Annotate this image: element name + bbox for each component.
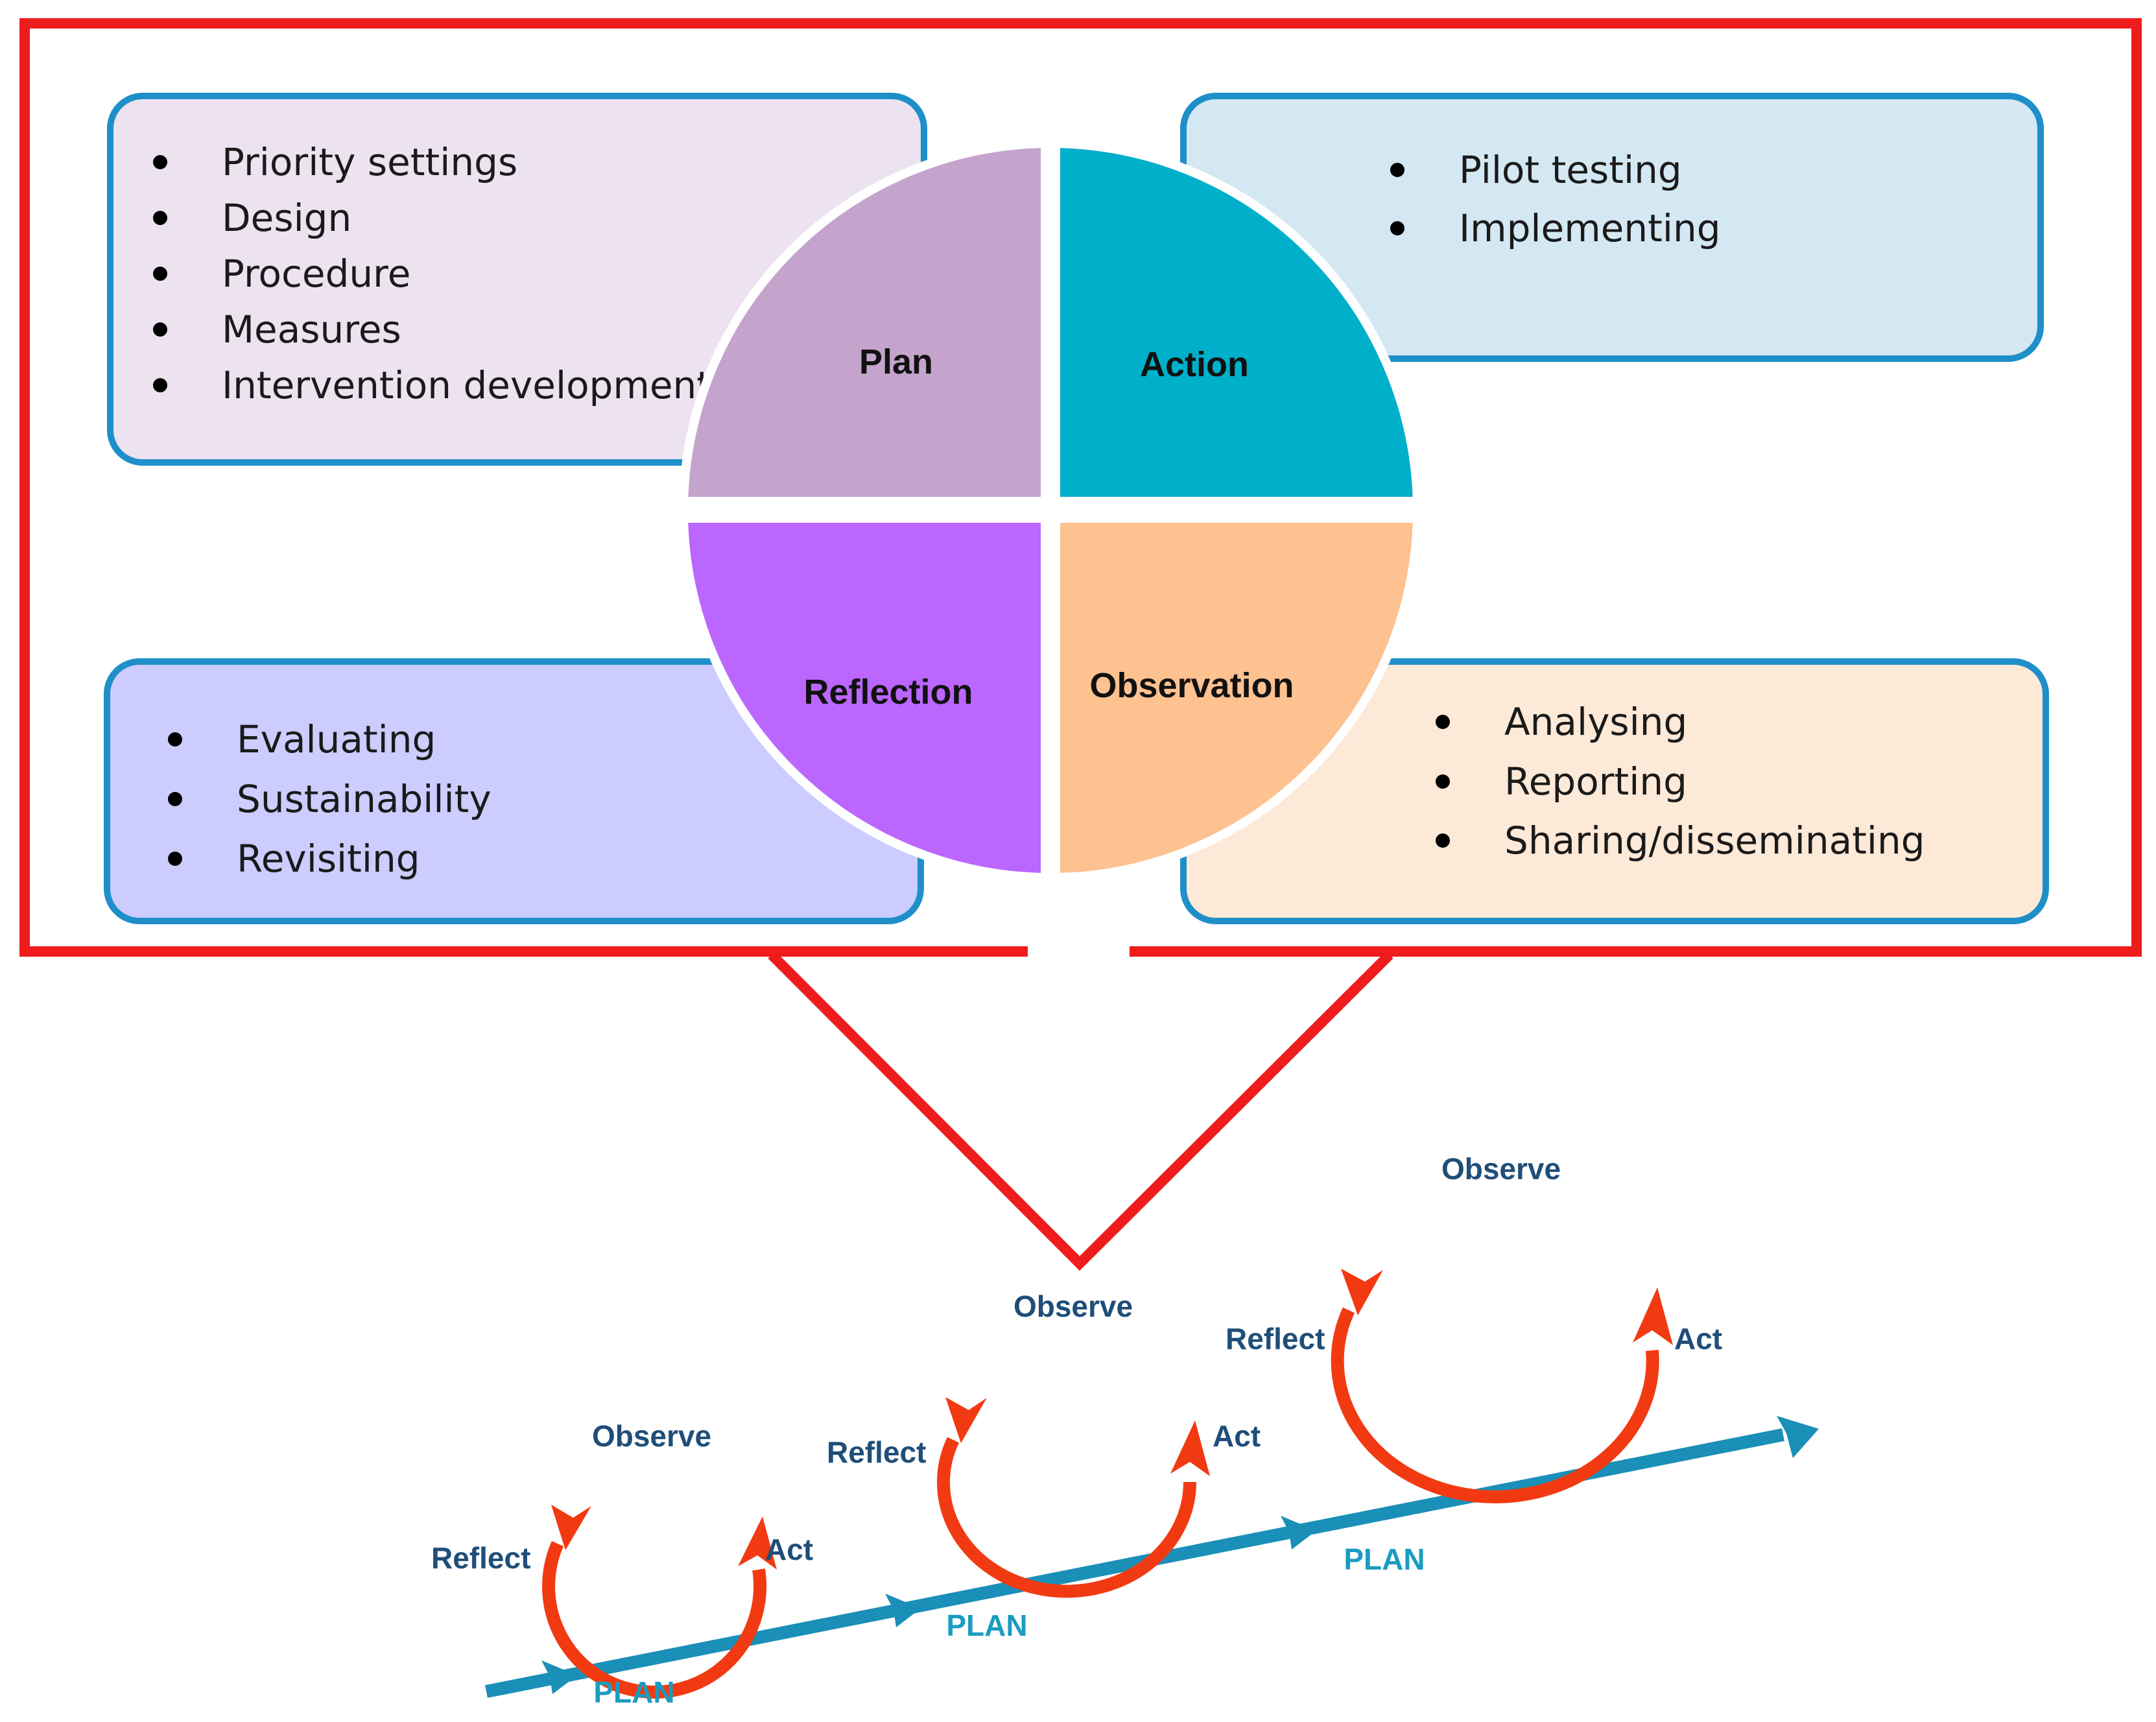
cycle-2-observe: Observe bbox=[1013, 1289, 1133, 1323]
cycle-1-observe: Observe bbox=[592, 1419, 711, 1453]
cycle-arrow-icon bbox=[945, 1397, 987, 1443]
quadrant-label-observation: Observation bbox=[1089, 666, 1294, 705]
cycle-2 bbox=[937, 1397, 1210, 1598]
quadrant-label-plan: Plan bbox=[859, 342, 933, 381]
quadrant-label-reflection: Reflection bbox=[803, 673, 973, 712]
bullet bbox=[168, 792, 182, 806]
bullet bbox=[153, 155, 167, 169]
cycle-arrow-icon bbox=[1170, 1420, 1210, 1476]
observation-list: Analysing Reporting Sharing/disseminatin… bbox=[1436, 700, 1925, 863]
plan-quadrant bbox=[678, 138, 1055, 515]
reflection-list: Evaluating Sustainability Revisiting bbox=[168, 717, 492, 881]
action-list: Pilot testing Implementing bbox=[1390, 148, 1721, 250]
bullet bbox=[153, 378, 167, 392]
cycle-quadrants bbox=[678, 138, 1423, 883]
plan-list: Priority settings Design Procedure Measu… bbox=[153, 140, 711, 407]
bullet bbox=[1390, 163, 1404, 177]
bullet bbox=[168, 852, 182, 866]
timeline-chevron-icon bbox=[541, 1660, 577, 1694]
bullet bbox=[153, 322, 167, 337]
cycle-2-reflect: Reflect bbox=[827, 1435, 926, 1469]
cycle-3-reflect: Reflect bbox=[1226, 1322, 1325, 1356]
reflection-list-item: Evaluating bbox=[237, 717, 436, 761]
plan-list-item: Design bbox=[222, 196, 351, 240]
timeline-chevron-icon bbox=[1281, 1516, 1316, 1549]
timeline-chevron-icon bbox=[885, 1594, 921, 1627]
cycle-arrow-icon bbox=[1633, 1287, 1673, 1345]
cycle-3-observe: Observe bbox=[1441, 1152, 1561, 1186]
observation-list-item: Sharing/disseminating bbox=[1504, 819, 1925, 863]
observation-list-item: Reporting bbox=[1504, 759, 1687, 804]
cycle-3-act: Act bbox=[1674, 1322, 1722, 1356]
action-list-item: Pilot testing bbox=[1459, 148, 1682, 192]
action-list-item: Implementing bbox=[1459, 206, 1721, 250]
cycle-1 bbox=[542, 1505, 777, 1699]
cycle-arrow-icon bbox=[738, 1516, 777, 1570]
bullet bbox=[168, 732, 182, 747]
red-frame bbox=[19, 18, 2142, 1271]
bullet bbox=[153, 267, 167, 281]
timeline-arrowhead-icon bbox=[1777, 1416, 1819, 1458]
cycle-3-loop bbox=[1331, 1307, 1659, 1503]
cycle-1-plan: PLAN bbox=[593, 1675, 674, 1709]
plan-list-item: Intervention development bbox=[222, 363, 711, 407]
observation-list-item: Analysing bbox=[1504, 700, 1687, 744]
reflection-list-item: Revisiting bbox=[237, 837, 420, 881]
plan-list-item: Measures bbox=[222, 307, 401, 352]
cycle-3 bbox=[1331, 1269, 1673, 1503]
bullet bbox=[1390, 221, 1404, 235]
cycle-2-plan: PLAN bbox=[946, 1608, 1027, 1642]
bullet bbox=[1436, 833, 1450, 848]
bullet bbox=[1436, 774, 1450, 789]
quadrant-gap-horizontal bbox=[671, 497, 1430, 523]
plan-list-item: Procedure bbox=[222, 252, 410, 296]
action-quadrant bbox=[1046, 138, 1423, 515]
plan-list-item: Priority settings bbox=[222, 140, 517, 184]
cycle-1-loop bbox=[542, 1540, 767, 1699]
cycle-1-act: Act bbox=[765, 1533, 813, 1566]
cycle-1-reflect: Reflect bbox=[431, 1541, 530, 1575]
reflection-list-item: Sustainability bbox=[237, 777, 492, 821]
bullet bbox=[153, 211, 167, 225]
observation-quadrant bbox=[1046, 506, 1423, 883]
bullet bbox=[1436, 715, 1450, 729]
quadrant-label-action: Action bbox=[1140, 345, 1249, 384]
cycle-arrow-icon bbox=[551, 1505, 591, 1550]
cycle-3-plan: PLAN bbox=[1344, 1542, 1425, 1576]
cycle-arrow-icon bbox=[1341, 1269, 1383, 1315]
reflection-quadrant bbox=[678, 506, 1055, 883]
cycle-2-loop bbox=[937, 1437, 1197, 1598]
cycle-2-act: Act bbox=[1213, 1419, 1261, 1453]
